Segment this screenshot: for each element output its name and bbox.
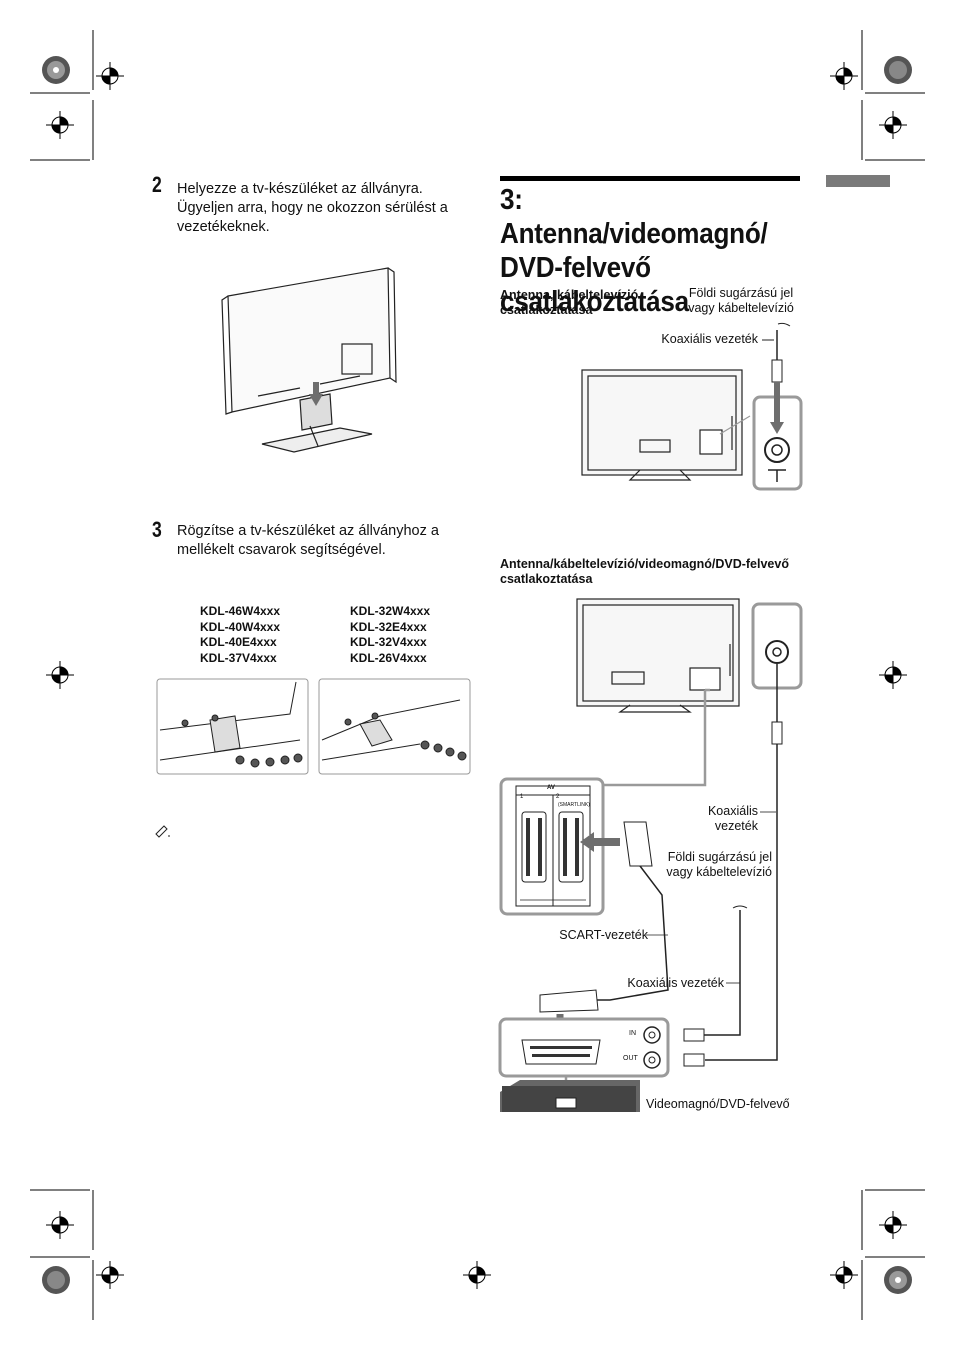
section-2-heading: Antenna/kábeltelevízió/videomagnó/DVD-fe… (500, 557, 789, 586)
av-label: AV (547, 785, 555, 791)
out-label: OUT (623, 1055, 638, 1062)
av-scart-zoom-frame (499, 777, 605, 916)
av-port-1: 1 (520, 794, 524, 800)
screw-illustration-small (318, 678, 471, 775)
signal-label-2: Földi sugárzású jel vagy kábeltelevízió (666, 850, 772, 879)
recorder-label: Videomagnó/DVD-felvevő (646, 1097, 790, 1111)
page-title: 3: Antenna/videomagnó/ DVD-felvevő csatl… (500, 184, 768, 318)
model-item: KDL-26V4xxx (350, 650, 427, 665)
note-pencil-icon (155, 825, 170, 838)
section-1-heading: Antenna, kábeltelevízió csatlakoztatása (500, 288, 639, 317)
model-item: KDL-32V4xxx (350, 635, 427, 649)
coax-label-1: Koaxiális vezeték (661, 332, 758, 346)
av-port-2: 2 (556, 794, 560, 800)
model-item: KDL-37V4xxx (200, 650, 277, 665)
tv-rear-antenna-diagram (581, 369, 751, 481)
step-2-text: Helyezze a tv-készüléket az állványra. Ü… (177, 181, 448, 235)
recorder-illustration (500, 1080, 640, 1112)
tv-stand-illustration (221, 267, 397, 453)
model-item: KDL-32E4xxx (350, 619, 427, 634)
model-item: KDL-40W4xxx (200, 619, 281, 634)
signal-label-1: Földi sugárzású jel vagy kábeltelevízió (688, 286, 794, 315)
models-left: KDL-46W4xxx KDL-40W4xxx KDL-40E4xxx KDL-… (200, 604, 280, 666)
tv-rear-full-diagram (576, 598, 740, 713)
model-item: KDL-40E4xxx (200, 635, 277, 649)
scart-plug-bottom (539, 989, 599, 1013)
screw-illustration-large (156, 678, 309, 775)
step-3-text: Rögzítse a tv-készüléket az állványhoz a… (177, 523, 439, 558)
smartlink-label: (SMARTLINK) (558, 802, 590, 808)
coax-label-2: Koaxiális vezeték (707, 804, 758, 833)
step-3-number: 3 (152, 517, 162, 542)
in-label: IN (629, 1030, 636, 1037)
models-right: KDL-32W4xxx KDL-32E4xxx KDL-32V4xxx KDL-… (350, 604, 430, 666)
scart-plug-top (623, 821, 653, 867)
model-item: KDL-32W4xxx (350, 604, 431, 618)
model-item: KDL-46W4xxx (200, 604, 281, 618)
section-tab (826, 175, 890, 187)
step-2-number: 2 (152, 172, 162, 197)
scart-label: SCART-vezeték (559, 928, 648, 942)
coax-label-3: Koaxiális vezeték (627, 976, 724, 990)
